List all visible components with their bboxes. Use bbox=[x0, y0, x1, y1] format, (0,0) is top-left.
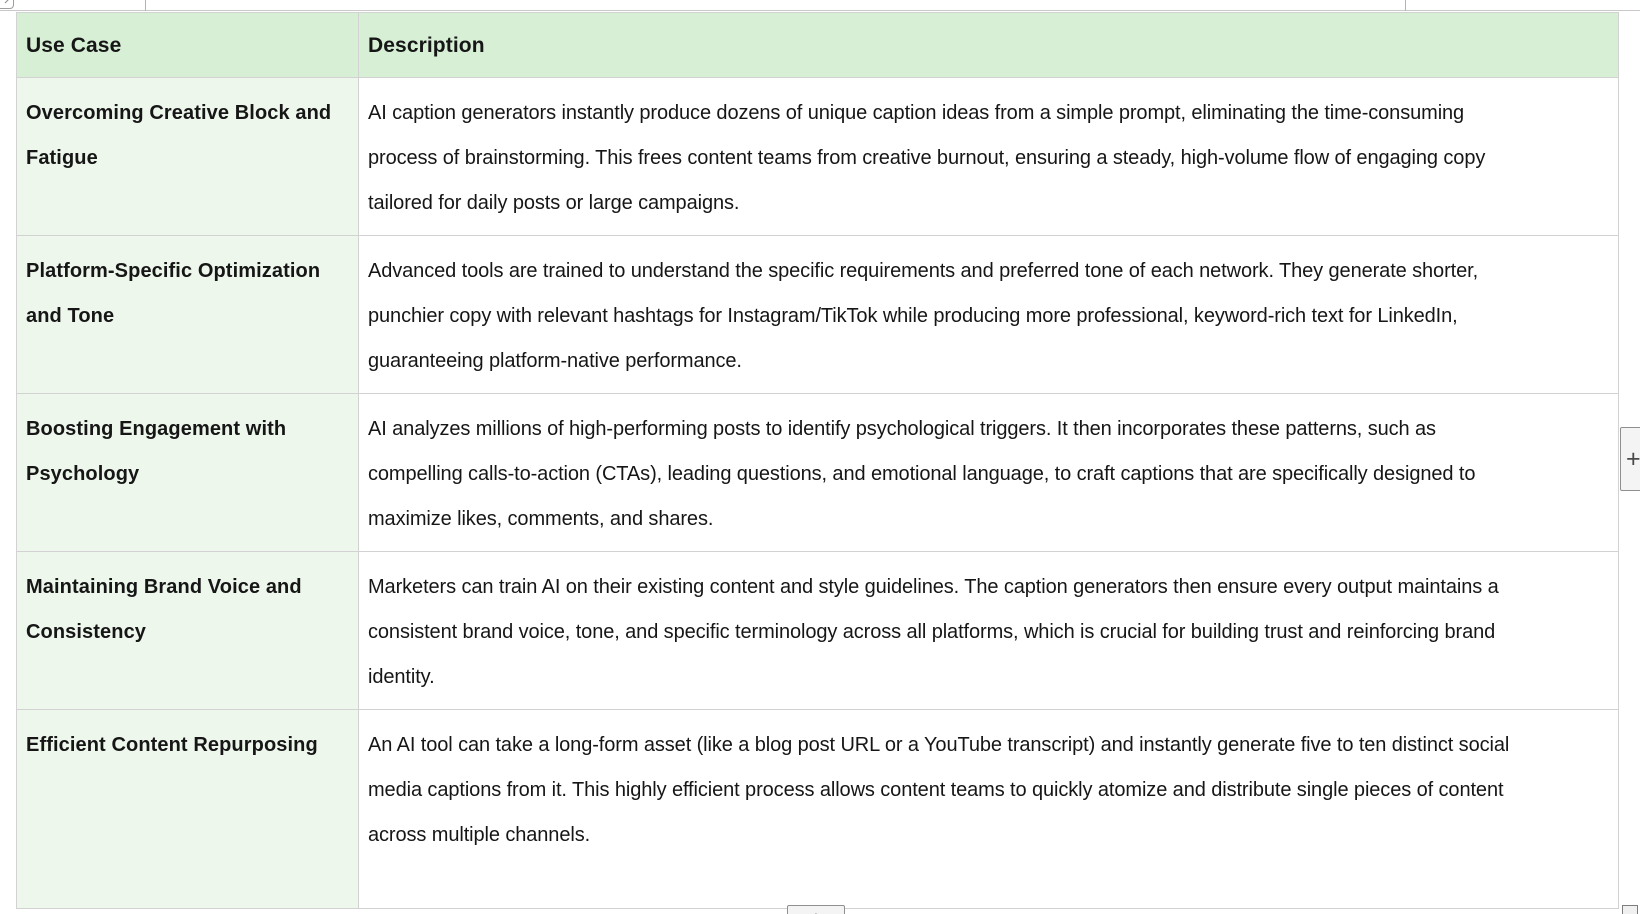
use-case-table: Use Case Description Overcoming Creative… bbox=[16, 12, 1619, 909]
description-cell[interactable]: Advanced tools are trained to understand… bbox=[358, 235, 1619, 394]
table-row: Efficient Content Repurposing An AI tool… bbox=[16, 709, 1619, 909]
description-cell[interactable]: AI analyzes millions of high-performing … bbox=[358, 393, 1619, 552]
column-header-description[interactable]: Description bbox=[358, 12, 1619, 78]
table-resize-handle[interactable] bbox=[1622, 905, 1638, 914]
table-row: Platform-Specific Optimization and Tone … bbox=[16, 235, 1619, 394]
use-case-cell[interactable]: Boosting Engagement with Psychology bbox=[16, 393, 359, 552]
add-column-button[interactable]: + bbox=[1620, 427, 1640, 491]
use-case-cell[interactable]: Maintaining Brand Voice and Consistency bbox=[16, 551, 359, 710]
column-header-use-case[interactable]: Use Case bbox=[16, 12, 359, 78]
add-row-button[interactable]: + bbox=[787, 905, 845, 914]
use-case-cell[interactable]: Overcoming Creative Block and Fatigue bbox=[16, 77, 359, 236]
use-case-cell[interactable]: Platform-Specific Optimization and Tone bbox=[16, 235, 359, 394]
table-row: Boosting Engagement with Psychology AI a… bbox=[16, 393, 1619, 552]
table-body: Overcoming Creative Block and Fatigue AI… bbox=[16, 77, 1619, 909]
plus-icon: + bbox=[1626, 444, 1640, 473]
description-cell[interactable]: AI caption generators instantly produce … bbox=[358, 77, 1619, 236]
use-case-cell[interactable]: Efficient Content Repurposing bbox=[16, 709, 359, 909]
description-cell[interactable]: Marketers can train AI on their existing… bbox=[358, 551, 1619, 710]
cursor-handle-icon bbox=[0, 0, 14, 9]
top-boundary-line bbox=[0, 10, 1640, 11]
top-cell-divider-right bbox=[1405, 0, 1406, 11]
top-cell-divider-left bbox=[145, 0, 146, 11]
table-row: Overcoming Creative Block and Fatigue AI… bbox=[16, 77, 1619, 236]
table-row: Maintaining Brand Voice and Consistency … bbox=[16, 551, 1619, 710]
plus-icon: + bbox=[812, 909, 820, 914]
description-cell[interactable]: An AI tool can take a long-form asset (l… bbox=[358, 709, 1619, 909]
table-header-row: Use Case Description bbox=[16, 12, 1619, 78]
